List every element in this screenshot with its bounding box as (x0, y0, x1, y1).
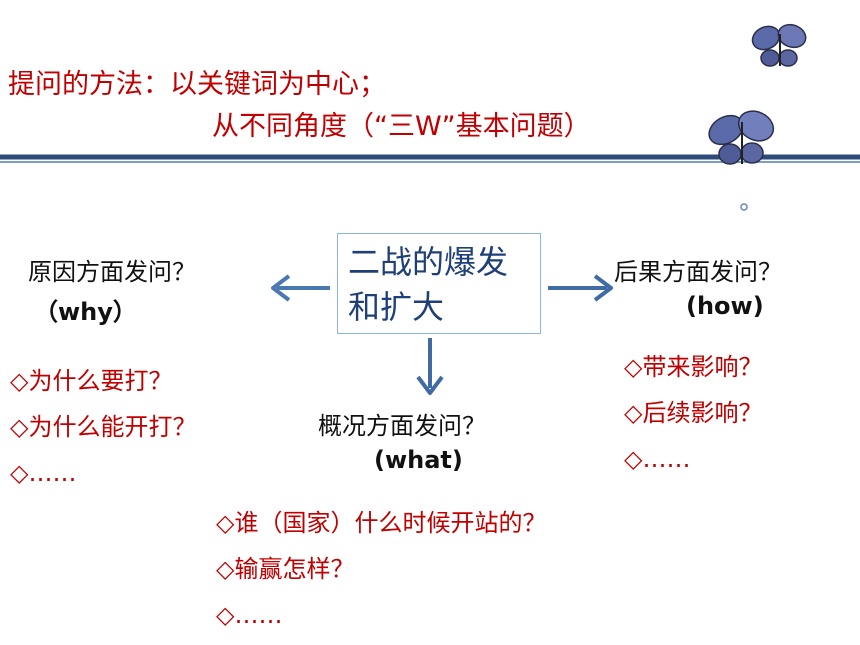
title-line-1: 提问的方法：以关键词为中心； (8, 69, 386, 100)
arrow-left-head (271, 274, 291, 302)
why-branch-label: 原因方面发问？ (28, 258, 196, 286)
how-branch-label: 后果方面发问？ (614, 258, 782, 286)
list-item: ◇输赢怎样？ (216, 555, 355, 583)
what-question-list: ◇谁（国家）什么时候开站的？ ◇输赢怎样？ ◇…… (216, 500, 546, 638)
butterfly-icon (708, 110, 775, 165)
how-branch-sub: (how) (686, 292, 764, 320)
why-branch-sub: （why） (34, 298, 137, 326)
title-line-2: 从不同角度（“三W”基本问题） (212, 111, 591, 142)
list-item: ◇…… (624, 445, 691, 473)
dot-icon (740, 203, 748, 211)
butterfly-icon (751, 23, 807, 67)
list-item: ◇后续影响？ (624, 399, 763, 427)
what-branch-label: 概况方面发问？ (318, 412, 486, 440)
center-topic-text: 二战的爆发和扩大 (348, 243, 509, 326)
list-item: ◇带来影响？ (624, 353, 763, 381)
arrow-right-head (593, 274, 613, 302)
how-question-list: ◇带来影响？ ◇后续影响？ ◇…… (624, 344, 762, 482)
list-item: ◇为什么要打？ (10, 367, 173, 395)
arrow-down-head (416, 375, 444, 395)
list-item: ◇…… (216, 601, 283, 629)
list-item: ◇谁（国家）什么时候开站的？ (216, 509, 547, 537)
list-item: ◇…… (10, 459, 77, 487)
why-question-list: ◇为什么要打？ ◇为什么能开打？ ◇…… (10, 358, 196, 496)
what-branch-sub: (what) (374, 446, 463, 474)
center-topic-box: 二战的爆发和扩大 (337, 233, 541, 334)
list-item: ◇为什么能开打？ (10, 413, 197, 441)
